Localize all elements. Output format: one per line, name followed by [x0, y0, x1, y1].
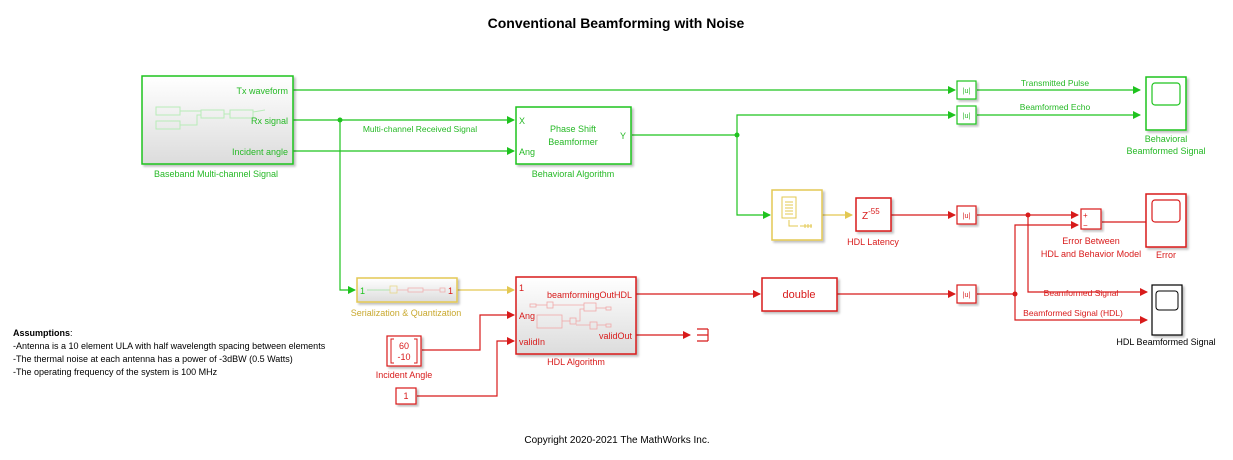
assumption-line: -The operating frequency of the system i…	[13, 367, 218, 377]
valid-out-port: validOut	[599, 331, 633, 341]
subsystem-preview-icon	[155, 106, 266, 130]
valid-in-line[interactable]	[417, 337, 515, 397]
assumptions-heading: Assumptions	[13, 328, 70, 338]
scope-screen-icon	[1151, 82, 1181, 106]
minus-sign: −	[1083, 221, 1088, 230]
subsystem-preview-icon	[529, 301, 612, 330]
error-scope-block[interactable]: Error	[1145, 193, 1187, 260]
matrix-bracket-icon	[390, 338, 418, 364]
serialization-label: Serialization & Quantization	[351, 308, 462, 318]
beamformed-signal-hdl-label: Beamformed Signal (HDL)	[1023, 308, 1123, 318]
abs-icon: |u|	[963, 113, 971, 120]
hdl-scope-block[interactable]: HDL Beamformed Signal	[1116, 284, 1216, 347]
copyright: Copyright 2020-2021 The MathWorks Inc.	[524, 435, 709, 446]
branch-point	[1012, 291, 1018, 297]
transmitted-pulse-label: Transmitted Pulse	[1021, 78, 1089, 88]
bf-signal-line[interactable]	[1027, 215, 1148, 296]
branch-point	[734, 132, 740, 138]
ang-port: Ang	[519, 147, 535, 157]
beamforming-out-port: beamformingOutHDL	[547, 290, 632, 300]
abs-block-behav[interactable]: |u|	[956, 205, 977, 225]
behavioral-scope-block[interactable]: Behavioral Beamformed Signal	[1126, 76, 1206, 156]
sum-label: HDL and Behavior Model	[1041, 249, 1141, 259]
incident-angle-block[interactable]: 60 -10 Incident Angle	[376, 335, 433, 380]
y-port: Y	[620, 131, 626, 141]
angle-in-line[interactable]	[422, 311, 515, 351]
valid-in-port: validIn	[519, 337, 545, 347]
baseband-block[interactable]: Tx waveform Rx signal Incident angle Bas…	[141, 75, 294, 179]
block-body-text: Beamformer	[548, 137, 598, 147]
abs-block-hdl[interactable]: |u|	[956, 284, 977, 304]
incident-angle-port: Incident angle	[232, 147, 288, 157]
incident-angle-label: Incident Angle	[376, 370, 433, 380]
scope-label: Beamformed Signal	[1126, 146, 1205, 156]
error-scope-label: Error	[1156, 250, 1176, 260]
baseband-label: Baseband Multi-channel Signal	[154, 169, 278, 179]
abs-icon: |u|	[963, 88, 971, 95]
serialization-block[interactable]: 1 1 Serialization & Quantization	[351, 277, 462, 318]
scope-label: Behavioral	[1145, 134, 1188, 144]
page-title: Conventional Beamforming with Noise	[488, 15, 745, 31]
behavioral-label: Behavioral Algorithm	[532, 169, 615, 179]
hdl-error-line[interactable]	[1014, 221, 1079, 294]
bf-hdl-line[interactable]	[1014, 294, 1148, 324]
echo-line[interactable]	[736, 111, 956, 135]
behavioral-algorithm-block[interactable]: X Ang Y Phase Shift Beamformer Behaviora…	[515, 106, 632, 179]
beamformed-signal-label: Beamformed Signal	[1044, 288, 1119, 298]
green-signal-lines	[293, 86, 1141, 294]
subsystem-preview-icon	[367, 285, 446, 294]
hdl-algorithm-block[interactable]: 1 Ang validIn beamformingOutHDL validOut…	[515, 276, 637, 367]
abs-block-tx[interactable]: |u|	[956, 80, 977, 100]
multi-channel-signal-label: Multi-channel Received Signal	[363, 124, 477, 134]
hdl-latency-label: HDL Latency	[847, 237, 899, 247]
out-port: 1	[448, 286, 453, 296]
constant-value: 1	[403, 391, 408, 401]
x-port: X	[519, 116, 525, 126]
delay-icon: Z-55	[862, 207, 880, 222]
svg-text:Assumptions:: Assumptions:	[13, 328, 73, 338]
assumption-line: -Antenna is a 10 element ULA with half w…	[13, 341, 326, 351]
error-sum-block[interactable]: + − Error Between HDL and Behavior Model	[1041, 208, 1141, 259]
branch-point	[337, 117, 343, 123]
rx-branch-line[interactable]	[339, 120, 356, 294]
scope-screen-icon	[1151, 199, 1181, 223]
plus-sign: +	[1083, 211, 1088, 220]
branch-point	[1025, 212, 1031, 218]
sum-label: Error Between	[1062, 236, 1120, 246]
double-label: double	[782, 289, 815, 301]
tx-waveform-port: Tx waveform	[236, 86, 288, 96]
rx-signal-port: Rx signal	[251, 116, 288, 126]
terminator-block[interactable]	[697, 328, 709, 342]
data-type-conversion-block[interactable]: double	[761, 277, 838, 312]
assumption-line: -The thermal noise at each antenna has a…	[13, 354, 293, 364]
in-port-1: 1	[519, 283, 524, 293]
buffer-icon	[781, 196, 812, 228]
hdl-algorithm-label: HDL Algorithm	[547, 357, 605, 367]
assumptions-annotation: Assumptions: -Antenna is a 10 element UL…	[13, 328, 326, 377]
beamformed-echo-label: Beamformed Echo	[1020, 102, 1091, 112]
valid-constant-block[interactable]: 1	[395, 387, 417, 405]
in-port: 1	[360, 286, 365, 296]
abs-block-echo[interactable]: |u|	[956, 105, 977, 125]
rate-transition-block[interactable]	[771, 189, 823, 241]
hdl-latency-block[interactable]: Z-55 HDL Latency	[847, 197, 899, 247]
abs-icon: |u|	[963, 292, 971, 299]
ang-port: Ang	[519, 311, 535, 321]
y-branch-line[interactable]	[736, 135, 771, 219]
hdl-scope-label: HDL Beamformed Signal	[1116, 337, 1215, 347]
angle-value: 60	[399, 341, 409, 351]
block-body-text: Phase Shift	[550, 124, 597, 134]
abs-icon: |u|	[963, 213, 971, 220]
scope-screen-icon	[1155, 290, 1179, 311]
angle-value: -10	[397, 352, 410, 362]
